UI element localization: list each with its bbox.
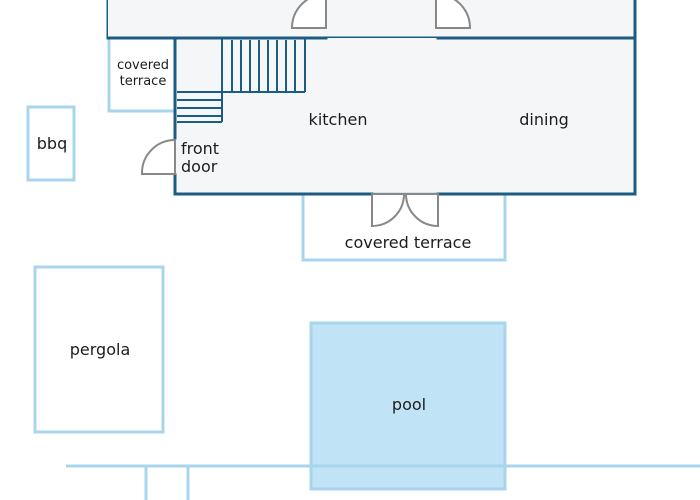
covered-terrace-small-line1: covered [116, 58, 170, 73]
front-door-line2: door [181, 157, 218, 176]
bottom-structure [66, 464, 700, 500]
dining-label: dining [519, 110, 569, 129]
pool-area [309, 321, 507, 491]
kitchen-label: kitchen [308, 110, 368, 129]
front-door-label: front door [181, 140, 241, 176]
house-walls [106, 0, 637, 196]
covered-terrace-small [107, 36, 177, 113]
covered-terrace-back-label: covered terrace [344, 233, 472, 252]
bbq-label: bbq [36, 134, 68, 153]
front-door-line1: front [181, 139, 220, 158]
main-floor [175, 38, 635, 194]
pool-label: pool [391, 395, 427, 414]
terrace-double-door [371, 193, 439, 228]
pergola-outline [33, 265, 165, 434]
covered-terrace-small-line2: terrace [119, 74, 167, 89]
pergola-label: pergola [69, 340, 131, 359]
covered-terrace-small-label: covered terrace [109, 58, 177, 90]
double-door-top [290, 0, 472, 29]
front-door-swing [140, 138, 176, 175]
upper-rooms [106, 0, 637, 40]
bbq-outline [26, 105, 76, 182]
upper-left-corridor [108, 0, 175, 38]
staircase [177, 38, 306, 123]
